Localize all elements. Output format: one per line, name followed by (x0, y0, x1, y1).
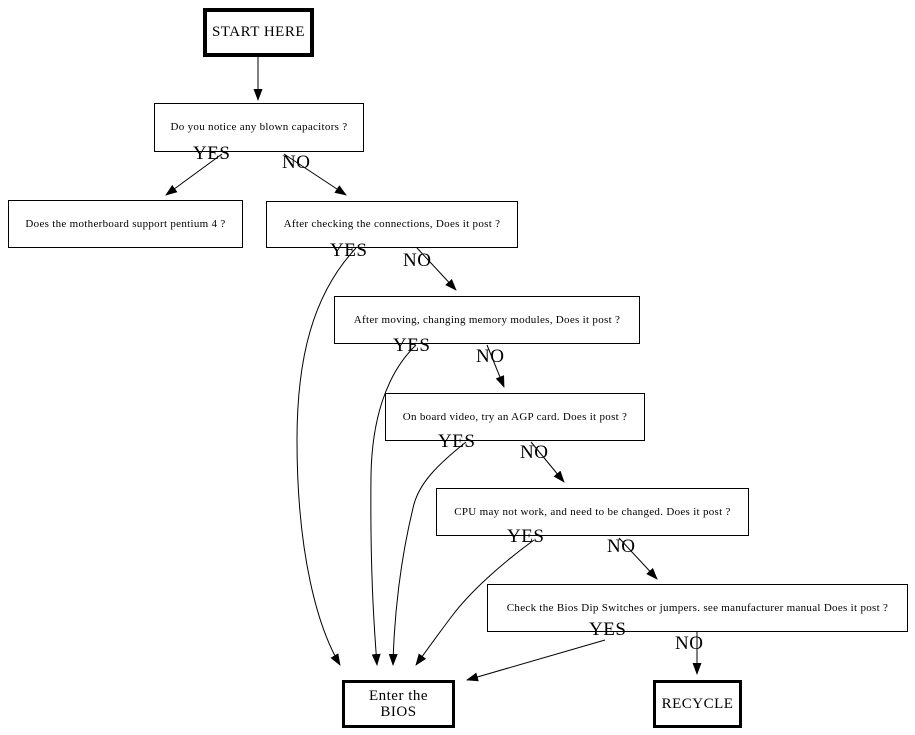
node-check-connections-question: After checking the connections, Does it … (266, 201, 518, 248)
edge-connections-no-memory (416, 247, 457, 291)
node-pentium4-support-question: Does the motherboard support pentium 4 ? (8, 200, 243, 248)
edge-label-dipswitches-yes: YES (589, 619, 627, 640)
edge-dipswitches-yes-enterbios (466, 639, 606, 682)
edge-label-video-yes: YES (438, 431, 476, 452)
edge-video-no-cpu (530, 441, 565, 483)
node-start-here: START HERE (203, 8, 314, 57)
edge-capacitors-no-connections (283, 153, 347, 196)
edge-label-capacitors-yes: YES (193, 143, 231, 164)
edge-connections-yes-enterbios (296, 247, 357, 666)
edge-label-connections-no: NO (403, 250, 432, 271)
edge-capacitors-yes-pentium (165, 153, 223, 196)
edge-label-capacitors-no: NO (282, 152, 311, 173)
edge-cpu-yes-enterbios (415, 539, 535, 666)
edge-memory-no-video (486, 344, 505, 388)
edge-video-yes-enterbios (388, 441, 467, 666)
edge-label-connections-yes: YES (330, 240, 368, 261)
edge-label-cpu-no: NO (607, 536, 636, 557)
node-recycle: RECYCLE (653, 680, 742, 728)
edge-label-memory-yes: YES (393, 335, 431, 356)
edge-label-dipswitches-no: NO (675, 633, 704, 654)
node-memory-modules-question: After moving, changing memory modules, D… (334, 296, 640, 344)
node-cpu-change-question: CPU may not work, and need to be changed… (436, 488, 749, 536)
edge-label-memory-no: NO (476, 346, 505, 367)
edge-label-cpu-yes: YES (507, 526, 545, 547)
node-agp-video-question: On board video, try an AGP card. Does it… (385, 393, 645, 441)
edge-memory-yes-enterbios (370, 344, 417, 666)
edge-cpu-no-dipswitches (618, 537, 658, 580)
node-bios-dip-switches-question: Check the Bios Dip Switches or jumpers. … (487, 584, 908, 632)
node-blown-capacitors-question: Do you notice any blown capacitors ? (154, 103, 364, 152)
node-enter-the-bios: Enter the BIOS (342, 680, 455, 728)
edge-label-video-no: NO (520, 442, 549, 463)
